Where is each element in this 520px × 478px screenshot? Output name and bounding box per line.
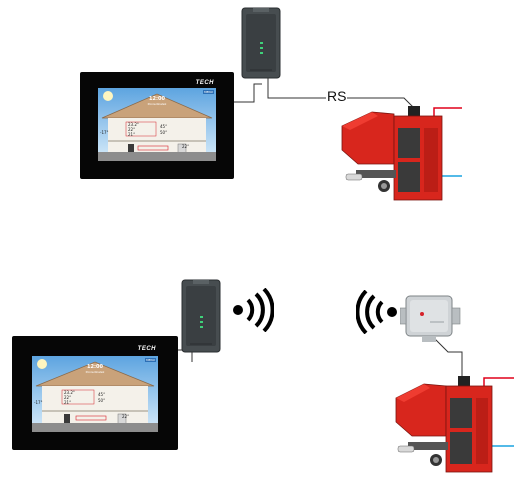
control-module-top — [240, 6, 282, 80]
house-illustration-bottom — [32, 356, 158, 432]
floor-temp-1: 45° — [160, 124, 168, 129]
floor-temp-2: 50° — [160, 130, 168, 135]
wifi-signal-left-icon — [356, 290, 400, 334]
brand-logo: TECH — [195, 80, 214, 86]
wifi-signal-right-icon — [230, 288, 274, 332]
room-temp-3: 21° — [128, 132, 136, 137]
menu-tag-bottom: MENU — [145, 358, 156, 362]
house-illustration — [98, 88, 216, 161]
clock-time-bottom: 12:00 — [87, 364, 103, 370]
clock-time: 12:00 — [149, 96, 165, 102]
wireless-receiver-module — [400, 292, 464, 346]
outside-temp: -17° — [100, 130, 109, 135]
panel-to-module-cable — [234, 83, 262, 103]
brand-logo-bottom: TECH — [137, 346, 156, 352]
room-temp-1-bottom: 23.2° — [64, 390, 75, 395]
receiver-to-boiler-cable — [431, 335, 463, 376]
floor-temp-3: 22° — [182, 144, 190, 149]
clock-day-bottom: Poniedziałek — [85, 370, 105, 374]
room-temp-1: 23.2° — [128, 122, 139, 127]
clock-day: Poniedziałek — [147, 102, 167, 106]
panel-screen: 12:00 Poniedziałek MENU -17° 23.2° 22° 2… — [98, 88, 216, 161]
room-temp-3-bottom: 21° — [64, 400, 72, 405]
menu-tag: MENU — [203, 90, 214, 94]
room-temp-2: 22° — [128, 127, 136, 132]
rs-connection-label: RS — [326, 88, 348, 104]
control-panel-bottom: 12:00 Poniedziałek MENU -17° 23.2° 22° 2… — [12, 336, 178, 450]
floor-temp-2-bottom: 50° — [98, 398, 106, 403]
floor-temp-1-bottom: 45° — [98, 392, 106, 397]
boiler-top — [338, 100, 464, 204]
outside-temp-bottom: -17° — [34, 400, 43, 405]
control-panel-top: 12:00 Poniedziałek MENU -17° 23.2° 22° 2… — [80, 72, 234, 179]
panel-screen-bottom: 12:00 Poniedziałek MENU -17° 23.2° 22° 2… — [32, 356, 158, 432]
boiler-bottom — [392, 370, 516, 476]
control-module-bottom — [180, 278, 222, 354]
floor-temp-3-bottom: 22° — [122, 414, 130, 419]
room-temp-2-bottom: 22° — [64, 395, 72, 400]
